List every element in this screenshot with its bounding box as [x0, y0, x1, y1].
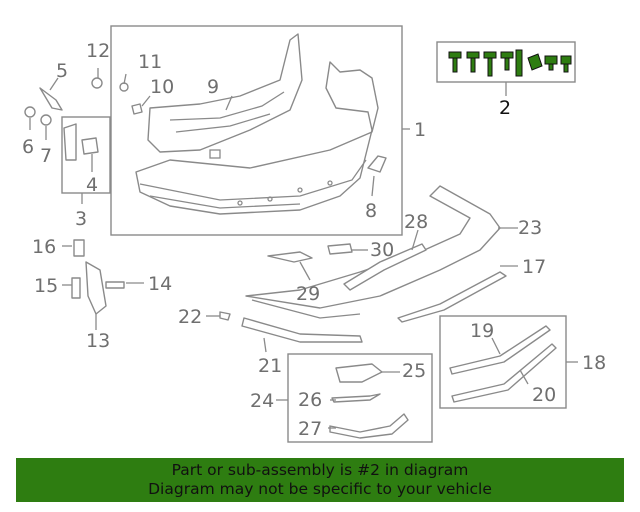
- hardware-kit-fasteners: [448, 49, 572, 77]
- part-27-drawing: [329, 413, 409, 439]
- part-26-drawing: [331, 393, 381, 403]
- part-29-drawing: [267, 251, 313, 263]
- part-22-drawing: [219, 311, 231, 321]
- callout-10: 10: [150, 76, 174, 98]
- callout-2: 2: [499, 97, 511, 119]
- trim-box-24: [287, 353, 433, 443]
- callout-13: 13: [86, 330, 110, 352]
- callout-18: 18: [582, 352, 606, 374]
- callout-5: 5: [56, 60, 68, 82]
- callout-14: 14: [148, 273, 172, 295]
- callout-9: 9: [207, 76, 219, 98]
- callout-29: 29: [296, 283, 320, 305]
- part-6-drawing: [24, 106, 36, 118]
- callout-16: 16: [32, 236, 56, 258]
- bracket-drawing: [63, 123, 77, 161]
- part-12-drawing: [91, 77, 103, 89]
- callout-11: 11: [138, 51, 162, 73]
- callout-28: 28: [404, 211, 428, 233]
- callout-20: 20: [532, 384, 556, 406]
- absorber-drawing: [147, 33, 303, 159]
- callout-21: 21: [258, 355, 282, 377]
- leader-lines: [29, 68, 578, 429]
- part-13-drawing: [85, 261, 107, 315]
- callout-30: 30: [370, 239, 394, 261]
- part-5-drawing: [39, 87, 63, 111]
- part-28-drawing: [343, 243, 427, 291]
- callout-1: 1: [414, 119, 426, 141]
- part-17-drawing: [397, 271, 507, 323]
- part-16-drawing: [73, 239, 85, 257]
- bumper-cover-drawing: [135, 61, 379, 215]
- notice-banner: Part or sub-assembly is #2 in diagram Di…: [16, 458, 624, 502]
- callout-6: 6: [22, 136, 34, 158]
- callout-15: 15: [34, 275, 58, 297]
- callout-23: 23: [518, 217, 542, 239]
- callout-8: 8: [365, 200, 377, 222]
- bracket-box: [61, 116, 111, 194]
- part-21-drawing: [241, 317, 363, 343]
- callout-22: 22: [178, 306, 202, 328]
- callout-17: 17: [522, 256, 546, 278]
- callout-27: 27: [298, 418, 322, 440]
- callout-7: 7: [40, 145, 52, 167]
- part-10-drawing: [131, 103, 143, 115]
- part-30-drawing: [327, 243, 353, 255]
- notice-line-2: Diagram may not be specific to your vehi…: [148, 480, 492, 498]
- callout-12: 12: [86, 40, 110, 62]
- part-25-drawing: [335, 363, 383, 383]
- part-14-drawing: [105, 281, 125, 289]
- part-11-drawing: [119, 82, 129, 92]
- part-7-drawing: [40, 114, 52, 126]
- part-20-drawing: [451, 343, 557, 403]
- part-15-drawing: [71, 277, 81, 299]
- notice-line-1: Part or sub-assembly is #2 in diagram: [171, 461, 469, 479]
- callout-26: 26: [298, 389, 322, 411]
- callout-19: 19: [470, 320, 494, 342]
- callout-24: 24: [250, 390, 274, 412]
- callout-3: 3: [75, 208, 87, 230]
- callout-25: 25: [402, 360, 426, 382]
- part-19-drawing: [449, 325, 551, 375]
- callout-4: 4: [86, 174, 98, 196]
- bumper-cover-box: [110, 25, 403, 236]
- part-8-drawing: [367, 155, 387, 173]
